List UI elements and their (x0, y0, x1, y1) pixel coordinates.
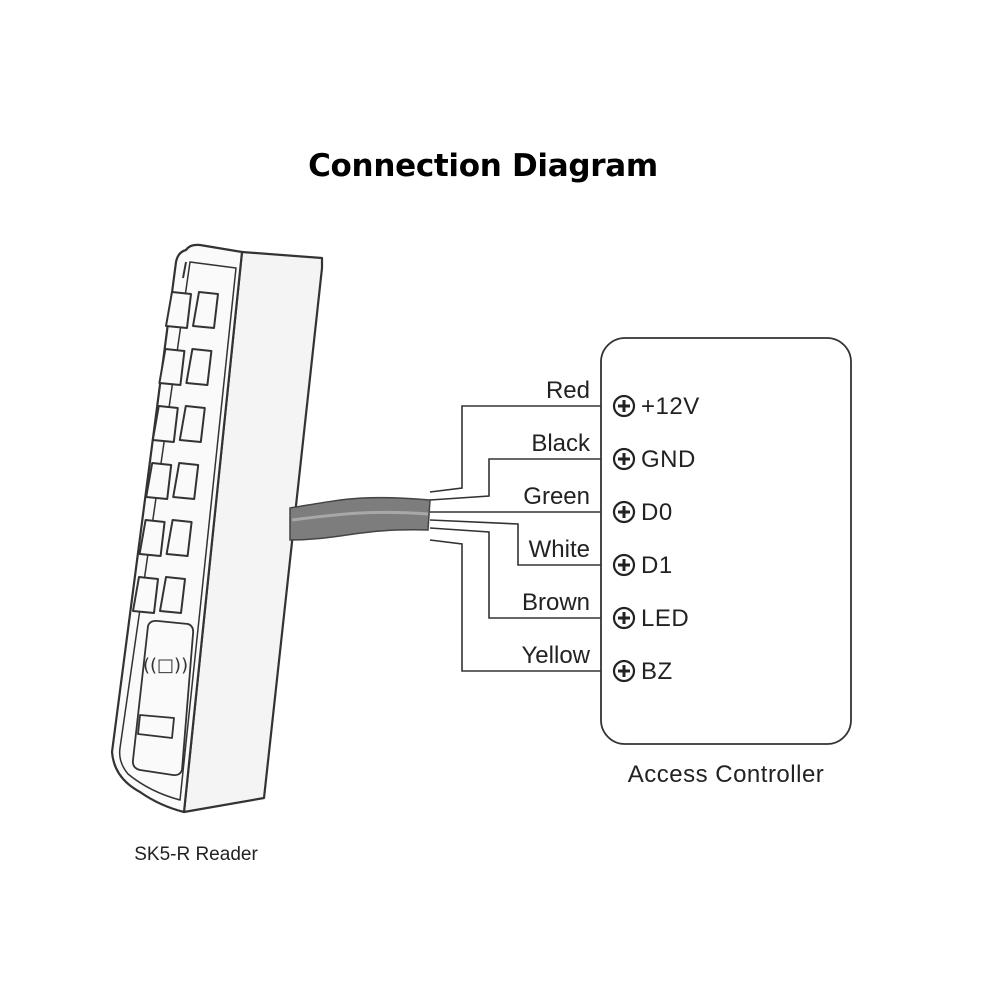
reader-front-bevel (118, 261, 237, 801)
terminal-screw-icon (612, 394, 636, 418)
terminal-screw-icon (612, 553, 636, 577)
terminal-label: +12V (641, 393, 700, 420)
controller-label: Access Controller (628, 761, 825, 788)
terminal-label: BZ (641, 658, 673, 685)
keypad-key (159, 576, 186, 614)
wire-label-black: Black (531, 430, 591, 457)
terminal-label: LED (641, 605, 689, 632)
keypad-key (178, 405, 206, 443)
wire-label-green: Green (523, 483, 590, 510)
keypad-key (172, 462, 200, 500)
wire-red (429, 405, 613, 493)
terminal-label: D0 (641, 499, 673, 526)
rfid-icon: ((□)) (143, 655, 188, 676)
rfid-slot (137, 714, 175, 739)
terminal-screw-icon (612, 500, 636, 524)
wire-label-brown: Brown (522, 589, 590, 616)
wire-yellow (429, 539, 613, 672)
rfid-window (131, 619, 195, 777)
wire-label-yellow: Yellow (522, 642, 591, 669)
keypad-key (165, 291, 192, 329)
reader-label: SK5-R Reader (134, 844, 258, 865)
diagram-title: Connection Diagram (308, 148, 658, 184)
keypad-key (132, 576, 159, 614)
reader-keypad (132, 291, 219, 614)
keypad-key (185, 348, 213, 386)
wire-white (429, 519, 613, 566)
keypad-key (165, 519, 193, 557)
keypad-key (192, 291, 219, 329)
keypad-key (158, 348, 186, 386)
keypad-key (151, 405, 179, 443)
terminal-screw-icon (612, 606, 636, 630)
controller-box (600, 337, 852, 745)
terminal-screw-icon (612, 447, 636, 471)
wire-black (429, 458, 613, 501)
terminal-label: D1 (641, 552, 673, 579)
wire-label-white: White (529, 536, 590, 563)
reader-cable (289, 496, 431, 541)
keypad-key (145, 462, 173, 500)
wire-label-red: Red (546, 377, 590, 404)
wire-brown (429, 527, 613, 619)
terminal-screw-icon (612, 659, 636, 683)
terminal-label: GND (641, 446, 696, 473)
keypad-key (138, 519, 166, 557)
